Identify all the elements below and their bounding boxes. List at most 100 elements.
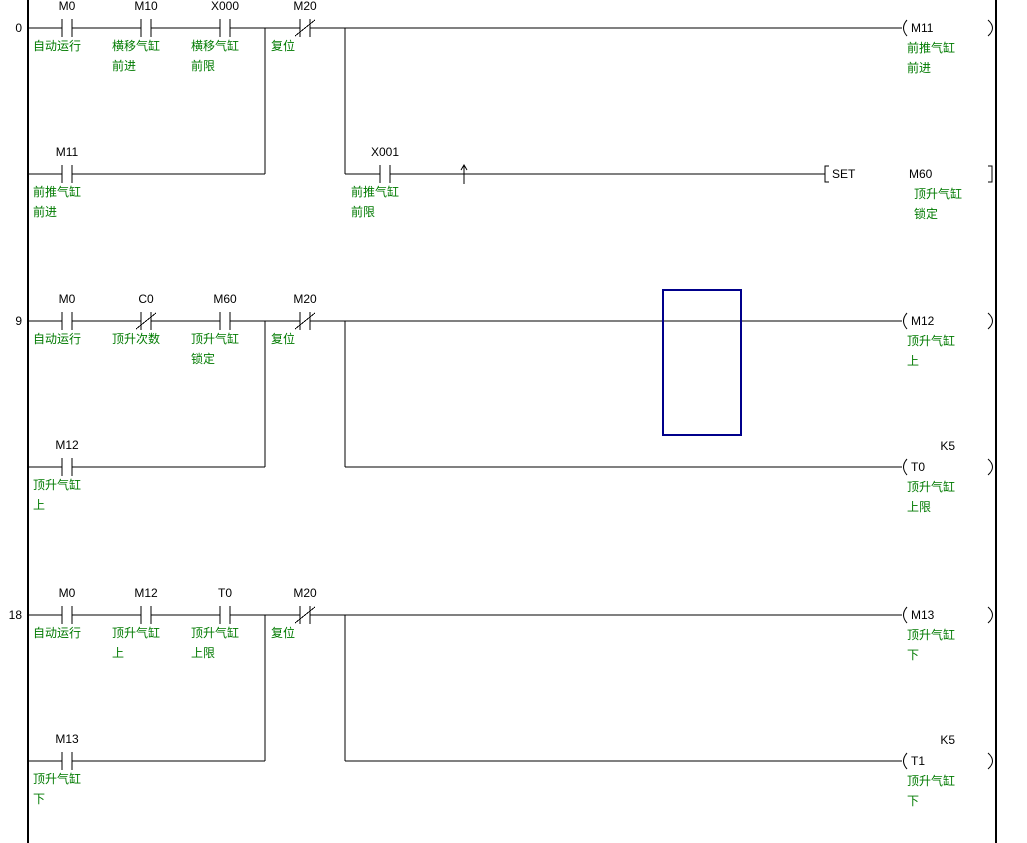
contact-nc-slash [294,312,316,330]
coil-comment: 顶升气缸 [907,479,955,494]
contact-device-label: M10 [134,0,158,13]
contact-M20[interactable] [285,589,325,629]
contact-comment: 顶升气缸 [112,625,160,640]
coil-M12[interactable] [905,309,996,333]
contact-comment: 复位 [271,331,295,346]
contact-nc-slash [135,312,157,330]
instruction-comment: 锁定 [914,206,938,221]
contact-device-label: M0 [59,292,76,306]
contact-comment: 前限 [191,58,215,73]
contact-M10[interactable] [126,2,166,42]
coil-M13[interactable] [905,603,996,627]
contact-comment: 前推气缸 [33,184,81,199]
coil-comment: 上 [907,354,919,368]
contact-M0[interactable] [47,295,87,335]
contact-comment: 顶升次数 [112,331,160,346]
contact-nc-slash [294,606,316,624]
coil-comment: 上限 [907,500,931,514]
contact-comment: 横移气缸 [191,38,239,53]
contact-comment: 顶升气缸 [191,331,239,346]
instruction-SET[interactable] [825,162,996,186]
contact-device-label: M0 [59,0,76,13]
contact-device-label: M12 [134,586,158,600]
coil-device-label: M13 [911,608,935,622]
coil-device-label: T1 [911,754,925,768]
coil-right-paren [987,752,993,770]
contact-comment: 顶升气缸 [33,771,81,786]
contact-M12[interactable] [47,441,87,481]
contact-comment: 前进 [112,58,136,73]
contact-device-label: T0 [218,586,232,600]
coil-comment: 顶升气缸 [907,333,955,348]
contact-device-label: M13 [55,732,79,746]
contact-device-label: M20 [293,0,317,13]
contact-device-label: M11 [56,145,79,159]
contact-comment: 自动运行 [33,626,81,640]
contact-comment: 上 [33,498,45,512]
coil-right-paren [987,606,993,624]
coil-comment: 下 [907,794,919,808]
contact-M12[interactable] [126,589,166,629]
contact-T0[interactable] [205,589,245,629]
timer-setpoint: K5 [940,439,955,453]
contact-M11[interactable] [47,148,87,188]
apply-left-bracket [824,165,829,183]
coil-left-paren [903,606,908,624]
contact-comment: 下 [33,792,45,806]
coil-device-label: T0 [911,460,925,474]
contact-comment: 复位 [271,38,295,53]
step-number: 0 [15,21,22,35]
contact-M20[interactable] [285,2,325,42]
contact-M0[interactable] [47,2,87,42]
contact-comment: 自动运行 [33,39,81,53]
coil-T0[interactable] [905,455,996,479]
contact-device-label: C0 [138,292,154,306]
coil-left-paren [903,19,908,37]
coil-right-paren [987,312,993,330]
contact-comment: 复位 [271,625,295,640]
contact-device-label: X001 [371,145,399,159]
contact-nc-slash [294,19,316,37]
contact-M0[interactable] [47,589,87,629]
coil-comment: 前推气缸 [907,40,955,55]
contact-device-label: M12 [55,438,79,452]
coil-left-paren [903,752,908,770]
coil-T1[interactable] [905,749,996,773]
contact-X000[interactable] [205,2,245,42]
contact-comment: 锁定 [191,351,215,366]
coil-left-paren [903,458,908,476]
coil-comment: 前进 [907,60,931,75]
contact-comment: 上限 [191,646,215,660]
contact-comment: 上 [112,646,124,660]
editor-cursor[interactable] [662,289,742,436]
contact-comment: 横移气缸 [112,38,160,53]
contact-C0[interactable] [126,295,166,335]
contact-M20[interactable] [285,295,325,335]
timer-setpoint: K5 [940,733,955,747]
contact-comment: 自动运行 [33,332,81,346]
instruction-operand: M60 [909,167,933,181]
coil-comment: 顶升气缸 [907,773,955,788]
contact-device-label: M0 [59,586,76,600]
instruction-comment: 顶升气缸 [914,186,962,201]
contact-comment: 顶升气缸 [33,477,81,492]
step-number: 9 [15,314,22,328]
step-number: 18 [9,608,23,622]
coil-comment: 顶升气缸 [907,627,955,642]
contact-M60[interactable] [205,295,245,335]
contact-comment: 前限 [351,204,375,219]
coil-comment: 下 [907,648,919,662]
contact-comment: 前进 [33,204,57,219]
contact-device-label: X000 [211,0,239,13]
contact-M13[interactable] [47,735,87,775]
coil-device-label: M12 [911,314,935,328]
contact-comment: 前推气缸 [351,184,399,199]
coil-right-paren [987,19,993,37]
contact-X001[interactable] [365,148,405,188]
coil-M11[interactable] [905,16,996,40]
coil-left-paren [903,312,908,330]
instruction-label: SET [832,167,856,181]
coil-device-label: M11 [911,21,934,35]
contact-device-label: M20 [293,292,317,306]
